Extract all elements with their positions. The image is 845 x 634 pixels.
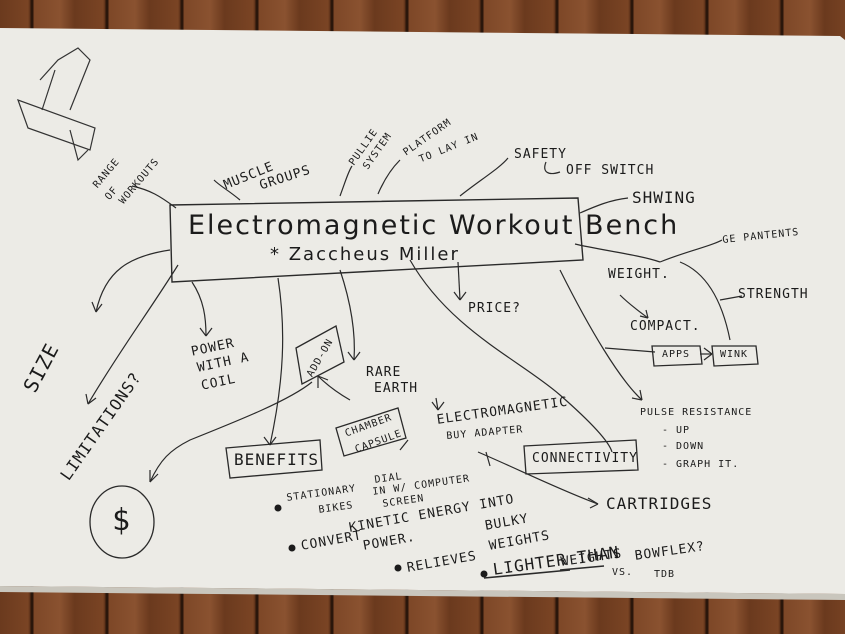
add-on-box xyxy=(295,325,345,385)
tdb-label: TDB xyxy=(654,569,676,580)
node-boxes xyxy=(225,325,759,479)
apps-label: APPS xyxy=(662,349,691,360)
weights-underline xyxy=(559,565,605,571)
cartridges-label: CARTRIDGES xyxy=(606,494,713,513)
strength-label: STRENGTH xyxy=(738,287,809,302)
page-title: Electromagnetic Workout Bench xyxy=(188,210,680,241)
earth-label: EARTH xyxy=(374,381,419,396)
off-switch-hook xyxy=(544,161,561,175)
bench-sketch-icon xyxy=(17,47,96,162)
connectivity-box xyxy=(523,439,639,475)
weight-label: WEIGHT. xyxy=(608,267,670,282)
branch-lines xyxy=(87,157,743,505)
chamber-box xyxy=(335,407,407,457)
safety-label: SAFETY xyxy=(514,147,567,162)
pulse-graph-label: - GRAPH IT. xyxy=(662,459,740,470)
bullets xyxy=(274,504,488,578)
rare-label: RARE xyxy=(366,365,402,380)
pulse-resistance-label: PULSE RESISTANCE xyxy=(640,407,753,418)
lighter-underline xyxy=(483,569,571,579)
benefits-label: BENEFITS xyxy=(234,450,320,469)
pulse-down-label: - DOWN xyxy=(662,441,705,452)
pulse-up-label: - UP xyxy=(662,425,691,436)
compact-label: COMPACT. xyxy=(630,319,701,334)
dollar-sign: $ xyxy=(112,503,132,538)
off-switch-label: OFF SWITCH xyxy=(566,163,655,178)
wink-box xyxy=(711,345,759,367)
vs-label: VS. xyxy=(612,567,634,578)
arrowheads xyxy=(85,291,713,509)
shwing-label: SHWING xyxy=(632,188,696,207)
dollar-circle xyxy=(89,485,155,559)
paper-shadow xyxy=(0,586,845,600)
title-box xyxy=(169,197,584,283)
wink-label: WINK xyxy=(720,349,749,360)
connectivity-label: CONNECTIVITY xyxy=(532,451,638,466)
benefits-box xyxy=(225,439,323,479)
price-label: PRICE? xyxy=(468,301,521,316)
author-name: * Zaccheus Miller xyxy=(270,244,460,265)
apps-box xyxy=(651,345,703,367)
wood-floor-top xyxy=(0,0,845,40)
paper-sheet xyxy=(0,28,845,594)
